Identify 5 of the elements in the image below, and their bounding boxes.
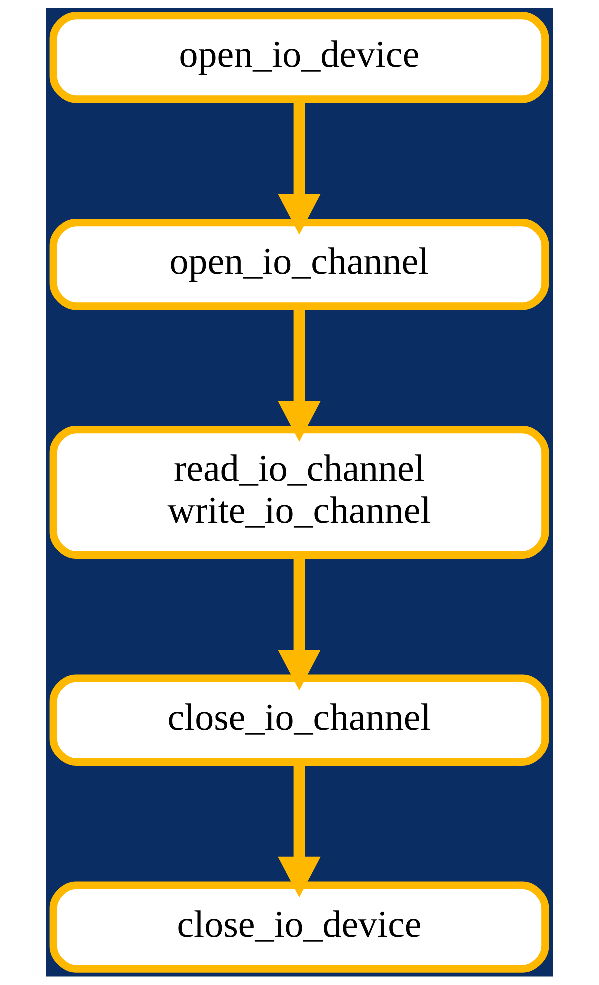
node-box: open_io_channel — [50, 219, 550, 310]
node-box: read_io_channel write_io_channel — [50, 426, 550, 559]
node-box: close_io_channel — [50, 674, 550, 766]
node-box: close_io_device — [50, 882, 550, 973]
node-box: open_io_device — [50, 12, 550, 104]
